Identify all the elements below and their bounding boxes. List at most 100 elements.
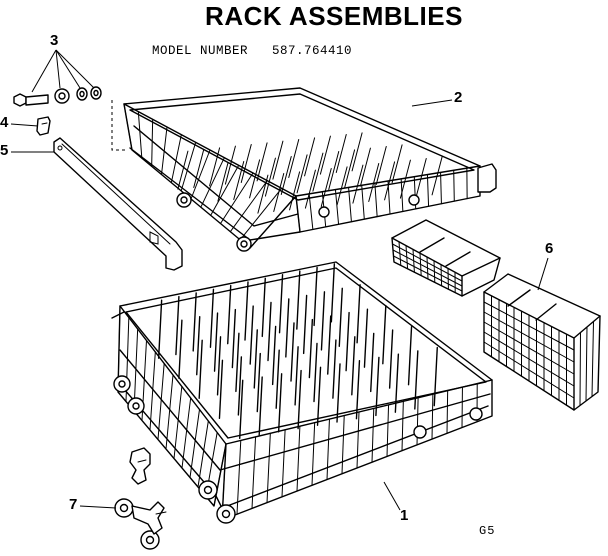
part-6-silverware-basket [391,219,601,411]
lower-rack-side-wire [251,436,257,509]
upper-rack-side-wire [334,189,340,225]
upper-rack-tine [257,174,269,214]
lower-rack-side-wire [157,363,165,440]
upper-rack-side-wire [170,134,182,184]
upper-rack-side-wire [426,174,430,207]
callout-5: 5 [0,142,9,159]
lower-rack-tine [302,294,308,355]
lower-rack-tine [196,315,201,376]
upper-rack-side-wire [200,157,225,208]
basket-grid-wire [483,321,575,375]
part-7-roller-assembly [114,447,167,550]
upper-rack-tine [431,156,443,196]
upper-rack-side-wire [123,103,133,151]
lower-rack-tine [388,329,394,389]
upper-rack-tine [399,159,411,199]
basket-divider [535,303,557,321]
upper-rack-side-wire [453,169,455,202]
upper-rack-side-wire [229,180,268,233]
lower-rack-tine [231,308,237,369]
model-number-label: MODEL NUMBER 587.764410 [152,44,353,58]
lower-rack-tine [249,305,254,365]
lower-rack-tine [290,322,295,382]
basket-grid-wire [392,249,463,287]
part-5-rail [53,137,183,271]
upper-rack-tine [336,166,348,206]
lower-rack-side-wire [197,420,209,488]
upper-rack-tine [312,152,324,192]
lower-rack-side-wire [266,432,271,504]
upper-rack-tine [177,150,189,190]
lower-rack-tine [256,352,261,413]
lower-rack-tine [261,277,266,338]
lower-rack-tine [239,379,244,440]
part-2-upper-rack [111,87,497,252]
upper-rack-tine [335,134,347,173]
basket-grid-wire [591,321,594,397]
lower-rack-tine [313,342,318,403]
lower-rack-tine [277,373,283,433]
lower-rack-tine [237,356,243,416]
lower-rack-tine [370,332,375,393]
upper-rack-tine [328,151,340,190]
upper-rack-tine [391,144,403,184]
basket-grid-wire [585,326,588,402]
lower-rack-tine [351,336,356,396]
lower-rack-tine [356,284,361,344]
lower-rack-tine [345,311,350,372]
part-1-lower-rack [111,261,493,524]
lower-rack-tine [216,336,222,396]
upper-rack-tine [233,161,245,200]
lower-rack-tine [253,329,258,389]
upper-rack-tine [296,154,308,194]
basket-grid-wire [392,243,463,282]
lower-rack-side-wire [181,397,192,469]
upper-rack-tine [217,162,229,202]
basket-divider [445,251,471,267]
lower-rack-tine [258,376,263,436]
lower-rack-side-wire [431,393,434,440]
lower-rack-side-wire [311,422,316,486]
lower-rack-tine [355,360,361,420]
callout-4: 4 [0,114,9,131]
lower-rack-side-wire [133,328,139,412]
basket-grid-wire [483,341,575,399]
upper-rack-side-wire [400,178,404,212]
upper-rack-side-wire [190,149,211,200]
callout-1: 1 [400,507,409,524]
lower-rack-tine [267,301,272,362]
lower-rack-tine [407,325,413,386]
lower-rack-tine [278,274,284,334]
lower-rack-tine [433,346,438,407]
leader-lines [10,49,549,511]
lower-rack-side-wire [371,407,375,463]
page-title: RACK ASSEMBLIES [205,1,463,31]
upper-rack-side-wire [295,195,301,233]
lower-rack-side-wire [386,404,390,457]
lower-rack-tine [394,353,400,413]
lower-rack-tine [271,325,277,386]
upper-rack-tine [359,147,371,187]
lower-rack-tine [330,263,336,323]
callout-6: 6 [545,240,554,257]
upper-rack-side-wire [249,195,297,249]
upper-rack-tine [240,144,252,183]
lower-rack-tine [209,288,215,348]
basket-divider [507,289,531,307]
lower-rack-tine [213,312,219,372]
lower-rack-tine [316,366,322,426]
part-3-hardware [13,86,102,107]
upper-rack-tine [289,171,301,211]
lower-rack-tine [198,339,203,399]
upper-rack-side-wire [137,111,143,159]
upper-rack-side-wire [374,182,378,218]
lower-rack-tine [327,315,332,375]
upper-rack-tine [209,147,221,187]
lower-rack-tine [175,295,180,356]
upper-rack-side-wire [239,187,283,241]
lower-rack-tine [308,318,314,379]
lower-rack-tine [363,308,369,368]
upper-rack-tine [415,158,427,197]
